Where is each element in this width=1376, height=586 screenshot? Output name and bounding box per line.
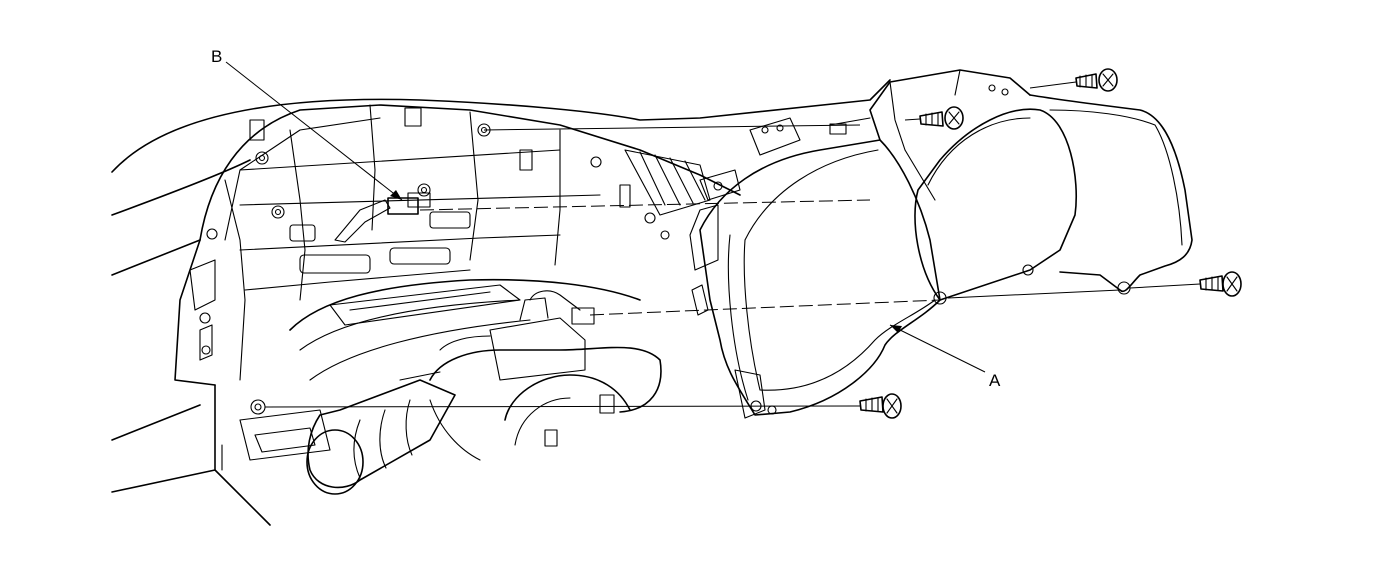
alignment-lines bbox=[264, 81, 1201, 408]
screw-bottom bbox=[859, 393, 902, 419]
screw-top-right bbox=[1075, 68, 1118, 92]
screw-upper-middle bbox=[919, 106, 964, 130]
gauge-housing-a bbox=[689, 69, 1193, 419]
callout-a: A bbox=[889, 324, 1001, 390]
dashboard-panel bbox=[111, 79, 891, 526]
callout-b: B bbox=[211, 47, 403, 201]
screw-right bbox=[1199, 271, 1242, 297]
callout-b-label: B bbox=[211, 47, 222, 66]
callout-a-label: A bbox=[989, 371, 1001, 390]
